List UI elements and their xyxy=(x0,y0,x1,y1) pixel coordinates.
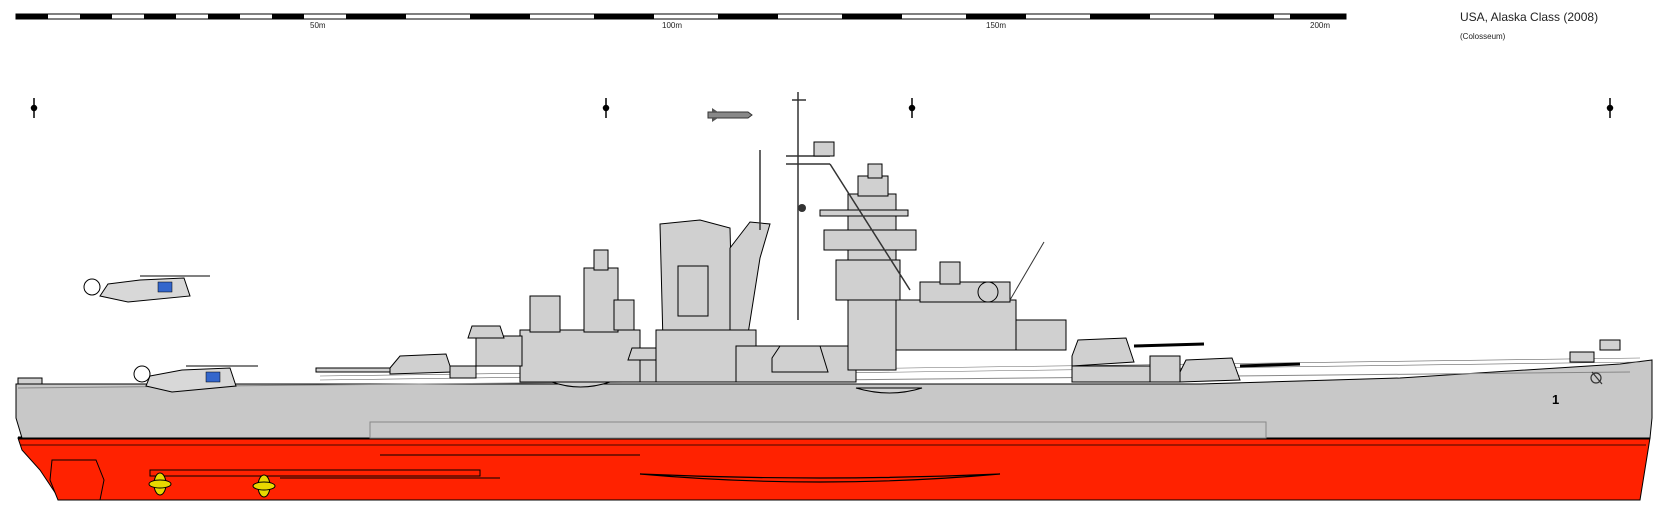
radar-dome xyxy=(977,281,999,303)
missile-icon xyxy=(707,108,753,122)
funnel-and-mainmast xyxy=(655,219,857,383)
scale-label-200m: 200m xyxy=(1310,21,1331,30)
forward-turret xyxy=(1071,337,1301,383)
propeller-icons xyxy=(148,472,276,498)
amidships-turret xyxy=(771,345,829,373)
drawing-title: USA, Alaska Class (2008) xyxy=(1460,10,1599,24)
scale-label-50m: 50m xyxy=(310,21,326,30)
bridge-tower xyxy=(819,163,1067,371)
scale-label-150m: 150m xyxy=(986,21,1007,30)
helicopter-icon xyxy=(83,275,210,303)
anchor-icon xyxy=(1590,371,1603,385)
drawing-subtitle: (Colosseum) xyxy=(1460,32,1506,41)
helicopter-icon xyxy=(133,365,258,393)
scale-label-100m: 100m xyxy=(662,21,683,30)
pennant-number: 1 xyxy=(1552,392,1559,407)
perpendicular-markers xyxy=(30,98,1614,118)
lifeboat xyxy=(551,381,923,394)
scale-bar xyxy=(15,13,1347,20)
main-hull xyxy=(15,359,1653,439)
aft-turret xyxy=(315,353,477,379)
